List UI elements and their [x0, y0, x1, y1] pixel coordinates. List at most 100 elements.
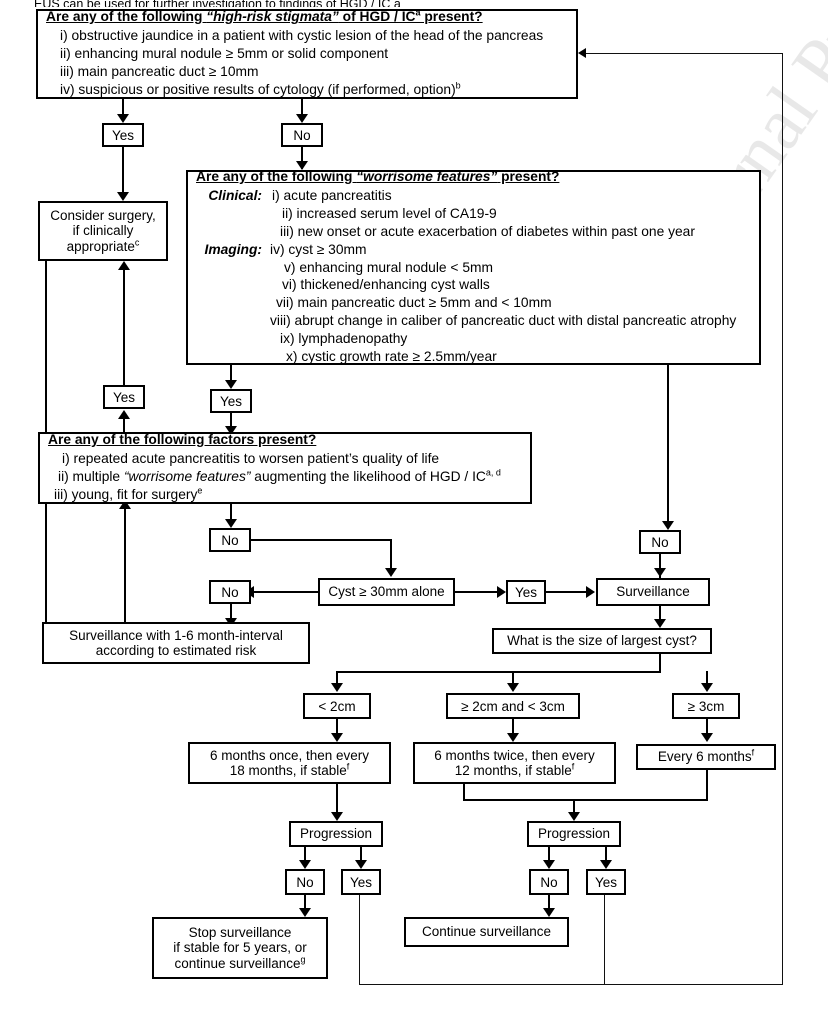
hrs-heading: Are any of the following “high-risk stig…	[46, 7, 483, 25]
wf-imaging-row-7: x) cystic growth rate ≥ 2.5mm/year	[286, 349, 497, 365]
arrow-nol-to-stop	[299, 908, 311, 917]
conn-nor-to-cont	[548, 895, 550, 913]
arrow-progl-no	[299, 860, 311, 869]
conn-no-to-wf	[301, 147, 303, 169]
arrow-wfno-to-surveillance	[654, 568, 666, 577]
wf-clinical-row-3: iii) new onset or acute exacerbation of …	[280, 223, 695, 239]
conn-planlt2-to-prog	[336, 784, 338, 816]
conn-yesr-down	[604, 895, 605, 985]
conn-feedback-top	[585, 53, 783, 54]
conn-wfno-to-surveillance	[659, 554, 661, 578]
arrow-merge-to-prog	[568, 812, 580, 821]
arrow-size-ge3	[701, 683, 713, 692]
wf-imaging-row-4: vii) main pancreatic duct ≥ 5mm and < 10…	[276, 295, 552, 311]
arrow-feedback-into-hrs	[578, 48, 586, 58]
conn-nol-to-stop	[304, 895, 306, 913]
conn-size-down	[659, 654, 661, 673]
conn-yes-to-surgery	[122, 147, 124, 195]
wf-imaging-row-1: Imaging:iv) cyst ≥ 30mm	[204, 241, 367, 257]
arrow-mid-to-plan	[507, 733, 519, 742]
arrow-planlt2-to-prog	[331, 812, 343, 821]
conn-yes-to-surveillance	[546, 591, 592, 593]
conn-size-b2	[512, 671, 514, 686]
label-factors-no: No	[209, 528, 251, 552]
hrs-item-1: i) obstructive jaundice in a patient wit…	[60, 28, 544, 44]
conn-progr-no	[548, 847, 550, 862]
conn-factors-no-stem	[230, 504, 232, 522]
hrs-item-4: iv) suspicious or positive results of cy…	[60, 80, 461, 97]
label-size-ge3: ≥ 3cm	[672, 693, 740, 719]
consider-surgery-box: Consider surgery, if clinically appropri…	[38, 201, 168, 261]
factors-item-1: i) repeated acute pancreatitis to worsen…	[62, 451, 440, 467]
continue-surveillance-box: Continue surveillance	[404, 917, 569, 947]
label-wf-yes: Yes	[210, 389, 252, 413]
conn-hrs-yes-stem	[122, 99, 124, 117]
arrow-factors-yes-up	[118, 410, 130, 419]
conn-progl-no	[304, 847, 306, 862]
label-wf-no: No	[639, 530, 681, 554]
conn-factorsno-right	[251, 539, 392, 541]
high-risk-stigmata-box: Are any of the following “high-risk stig…	[36, 7, 578, 99]
conn-wf-yes-stem	[230, 365, 232, 383]
factors-item-2: ii) multiple “worrisome features” augmen…	[58, 467, 501, 484]
factors-item-3: iii) young, fit for surgerye	[54, 485, 203, 502]
conn-progl-yes	[360, 847, 362, 862]
progression-right-box: Progression	[527, 821, 621, 847]
conn-size-bus	[336, 671, 661, 673]
conn-merge-down	[573, 799, 575, 816]
label-factors-yes: Yes	[103, 385, 145, 409]
conn-ge3-to-plan	[706, 719, 708, 738]
conn-right-vertical	[782, 53, 783, 985]
conn-merge-bus	[463, 799, 708, 801]
arrow-cyst-yes-right	[497, 586, 506, 598]
conn-hrs-no-stem	[301, 99, 303, 117]
wf-imaging-row-5: viii) abrupt change in caliber of pancre…	[270, 313, 737, 329]
conn-progr-yes	[605, 847, 607, 862]
wf-clinical-row-2: ii) increased serum level of CA19-9	[282, 205, 497, 221]
label-prog-left-yes: Yes	[341, 869, 381, 895]
conn-surveillance-to-size	[659, 606, 661, 623]
conn-mid-to-plan	[512, 719, 514, 738]
factors-heading: Are any of the following factors present…	[48, 432, 317, 448]
truncated-top-note: EUS can be used for further investigatio…	[34, 0, 401, 7]
wf-imaging-row-3: vi) thickened/enhancing cyst walls	[282, 277, 490, 293]
conn-planmid-down	[463, 784, 465, 801]
arrow-progr-no	[543, 860, 555, 869]
label-hrs-yes: Yes	[102, 123, 144, 147]
hrs-item-3: iii) main pancreatic duct ≥ 10mm	[60, 63, 259, 79]
hrs-item-2: ii) enhancing mural nodule ≥ 5mm or soli…	[60, 46, 389, 62]
arrow-progl-yes	[355, 860, 367, 869]
conn-size-b3	[706, 671, 708, 686]
arrow-to-surgery	[117, 192, 129, 201]
conn-wf-no-stem	[667, 365, 669, 525]
arrow-progr-yes	[600, 860, 612, 869]
label-size-2to3: ≥ 2cm and < 3cm	[446, 693, 580, 719]
label-cyst-yes: Yes	[506, 580, 546, 604]
arrow-yes-to-surgery-up	[118, 261, 130, 270]
conn-factors-to-yes	[123, 413, 125, 432]
arrow-wf-yes	[225, 380, 237, 389]
label-prog-right-yes: Yes	[586, 869, 626, 895]
wf-heading: Are any of the following “worrisome feat…	[196, 168, 560, 184]
arrow-factors-no	[225, 519, 237, 528]
conn-bottom-bus	[359, 984, 783, 985]
size-question-box: What is the size of largest cyst?	[492, 628, 712, 654]
plan-lt2-box: 6 months once, then every 18 months, if …	[188, 742, 391, 784]
conn-interval-up-to-factors	[124, 504, 126, 622]
arrow-lt2-to-plan	[331, 733, 343, 742]
conn-plange3-down	[706, 770, 708, 801]
plan-ge3-box: Every 6 monthsf	[636, 744, 776, 770]
label-prog-left-no: No	[285, 869, 325, 895]
arrow-wf-no	[662, 521, 674, 530]
progression-left-box: Progression	[289, 821, 383, 847]
plan-mid-box: 6 months twice, then every 12 months, if…	[413, 742, 616, 784]
surveillance-interval-box: Surveillance with 1-6 month-interval acc…	[42, 622, 310, 664]
surveillance-box: Surveillance	[596, 578, 710, 606]
label-cyst-no: No	[209, 580, 251, 604]
cyst-30mm-alone-box: Cyst ≥ 30mm alone	[318, 578, 455, 606]
wf-clinical-row-1: Clinical:i) acute pancreatitis	[208, 187, 392, 203]
conn-wfyes-to-factors	[230, 413, 232, 431]
conn-cystno-down	[230, 604, 232, 622]
conn-cyst-to-yes	[455, 591, 503, 593]
